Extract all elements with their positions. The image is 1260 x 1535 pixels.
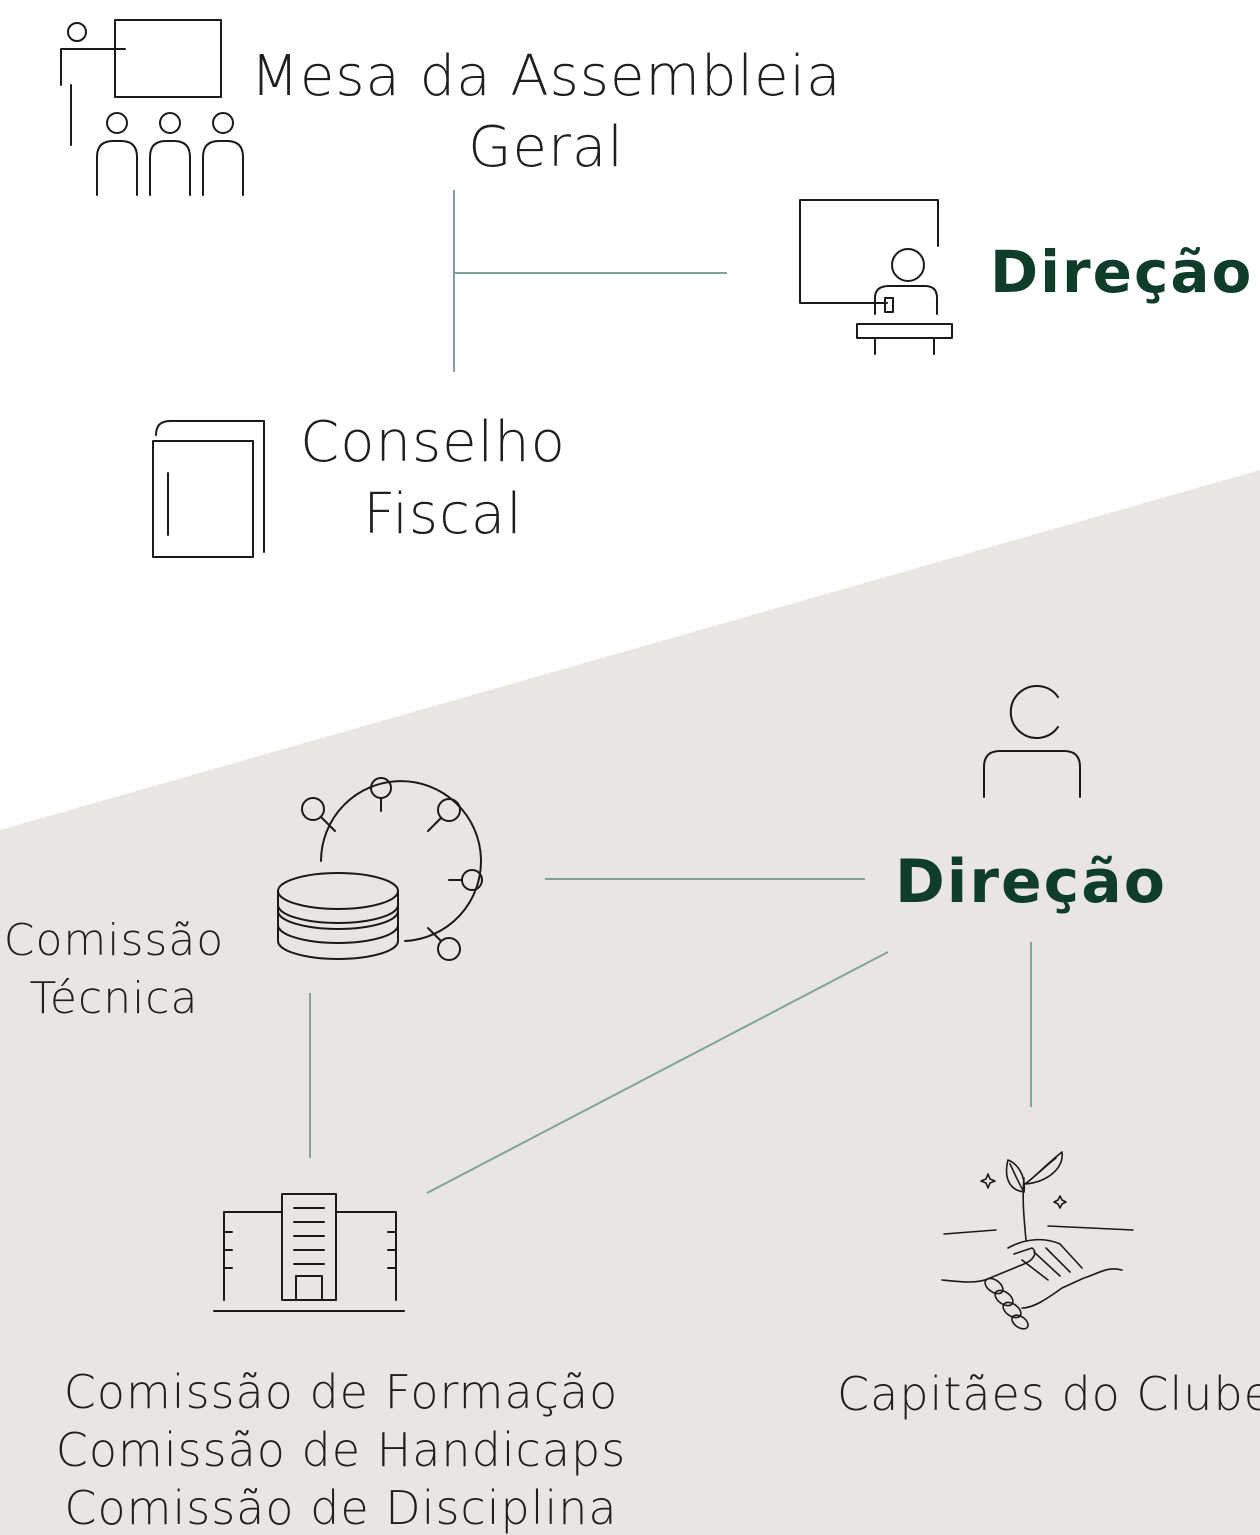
comissoes-label-line1: Comissão de Formação	[63, 1365, 619, 1419]
database-network-icon	[273, 773, 488, 973]
comissao-tecnica-label-line1: Comissão	[3, 915, 225, 966]
presentation-icon	[55, 15, 255, 200]
assembleia-label-line2: Geral	[468, 115, 624, 180]
capitaes-label: Capitães do Clube	[837, 1367, 1260, 1421]
comissao-tecnica-label-line2: Técnica	[29, 973, 199, 1024]
background-band	[0, 470, 1260, 1535]
handshake-plant-icon	[938, 1148, 1138, 1333]
assembleia-label-line1: Mesa da Assembleia	[250, 44, 842, 109]
comissoes-label-line3: Comissão de Disciplina	[64, 1481, 618, 1535]
comissoes-label-line2: Comissão de Handicaps	[55, 1423, 627, 1477]
book-icon	[148, 417, 273, 562]
direcao-top-label: Direção	[990, 238, 1254, 306]
person-icon	[980, 683, 1085, 801]
conselho-label-line2: Fiscal	[363, 482, 523, 547]
direcao-bottom-label: Direção	[895, 847, 1167, 917]
connector-direcao-comissoes	[426, 951, 889, 1194]
podium-speaker-icon	[797, 196, 957, 356]
building-icon	[212, 1190, 407, 1315]
conselho-label-line1: Conselho	[300, 410, 566, 475]
